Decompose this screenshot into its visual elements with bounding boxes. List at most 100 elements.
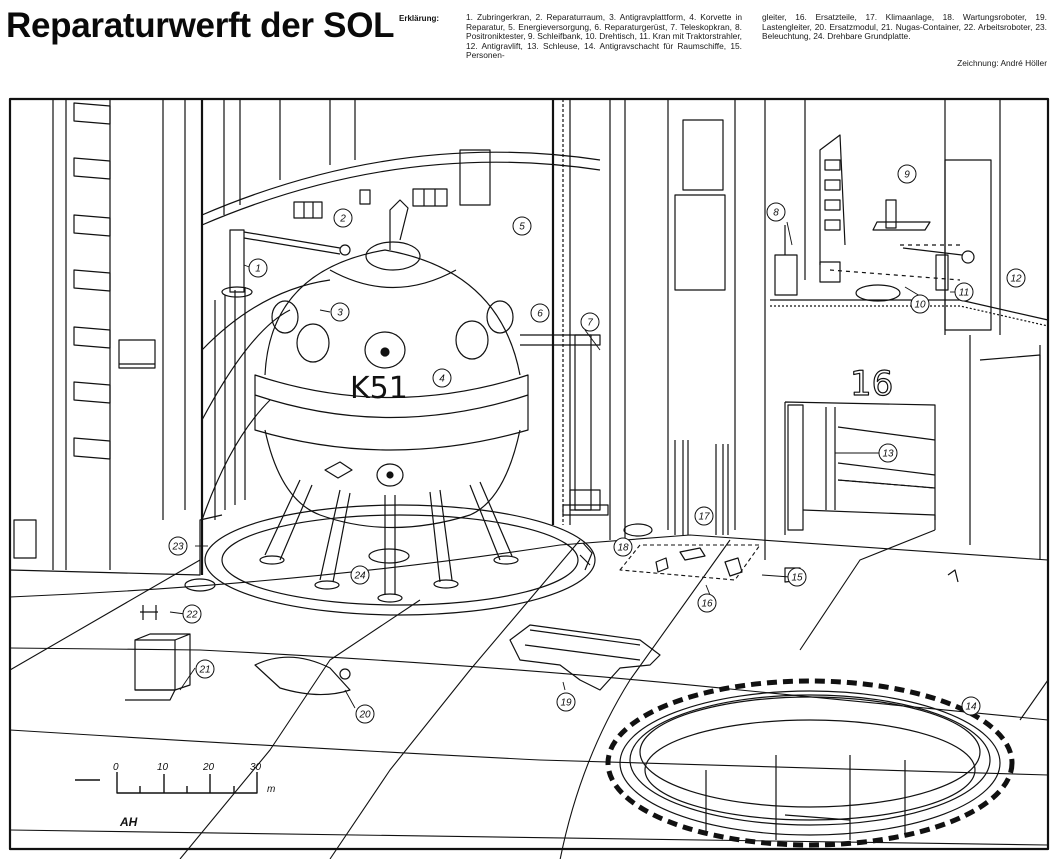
callout-number: 23 <box>171 542 184 553</box>
callout-circle <box>878 443 898 463</box>
callout-circle <box>694 506 714 526</box>
callout-7: 7 <box>580 312 600 332</box>
callout-number: 20 <box>358 710 371 721</box>
callout-15: 15 <box>787 567 807 587</box>
callout-11: 11 <box>954 282 974 302</box>
illustrator-credit: Zeichnung: André Höller <box>957 58 1047 68</box>
feeder-crane <box>221 229 351 298</box>
callout-circle <box>333 208 353 228</box>
callout-12: 12 <box>1006 268 1026 288</box>
callout-number: 17 <box>698 512 710 523</box>
callout-5: 5 <box>512 216 532 236</box>
callout-circle <box>1006 268 1026 288</box>
callout-circle <box>613 537 633 557</box>
callout-2: 2 <box>333 208 353 228</box>
legend-text-column-1: 1. Zubringerkran, 2. Reparaturraum, 3. A… <box>466 12 742 61</box>
ship-marking: K51 <box>350 371 408 406</box>
callout-circle <box>432 368 452 388</box>
scale-tick-30: 30 <box>250 762 262 773</box>
hangar-floor-grid <box>9 529 1049 859</box>
callout-number: 11 <box>959 288 969 299</box>
callout-circle <box>910 294 930 314</box>
callout-20: 20 <box>355 704 375 724</box>
callout-number: 21 <box>198 665 210 676</box>
callout-3: 3 <box>330 302 350 322</box>
callout-number: 9 <box>904 170 910 181</box>
callout-number: 19 <box>560 698 572 709</box>
ship-landing-legs <box>259 479 519 603</box>
callout-13: 13 <box>878 443 898 463</box>
corvette-k51: K51 <box>254 199 529 529</box>
callout-number: 22 <box>185 610 198 621</box>
callout-4: 4 <box>432 368 452 388</box>
callout-circle <box>766 202 786 222</box>
callout-8: 8 <box>766 202 786 222</box>
callout-circle <box>195 659 215 679</box>
callout-number: 24 <box>353 571 366 582</box>
callout-21: 21 <box>195 659 215 679</box>
callout-6: 6 <box>530 303 550 323</box>
callout-circle <box>580 312 600 332</box>
upper-workshop <box>764 99 1049 560</box>
rotating-base-plate <box>204 504 596 616</box>
callout-number: 12 <box>1010 274 1022 285</box>
artist-signature: AH <box>119 815 138 829</box>
callout-circle <box>350 565 370 585</box>
callout-circle <box>787 567 807 587</box>
callout-19: 19 <box>556 692 576 712</box>
callout-circle <box>512 216 532 236</box>
left-tower <box>9 99 223 576</box>
callout-22: 22 <box>182 604 202 624</box>
callout-16: 16 <box>697 593 717 613</box>
callout-number: 4 <box>439 374 445 385</box>
callout-circle <box>961 696 981 716</box>
callout-24: 24 <box>350 565 370 585</box>
callout-circle <box>556 692 576 712</box>
callout-number: 14 <box>965 702 977 713</box>
callout-circle <box>355 704 375 724</box>
callout-circle <box>530 303 550 323</box>
callout-17: 17 <box>694 506 714 526</box>
callout-number: 13 <box>882 449 894 460</box>
repair-scaffold <box>551 99 736 540</box>
antigrav-shaft <box>605 678 1015 848</box>
callout-leaders <box>169 221 971 713</box>
callout-number: 16 <box>701 599 713 610</box>
callout-number: 8 <box>773 208 779 219</box>
callout-number: 15 <box>791 573 803 584</box>
callout-circle <box>697 593 717 613</box>
callout-number: 5 <box>519 222 525 233</box>
callout-circle <box>168 536 188 556</box>
vehicles-and-robots <box>125 523 959 701</box>
callout-1: 1 <box>248 258 268 278</box>
callout-number: 1 <box>255 264 261 275</box>
scale-tick-0: 0 <box>113 762 119 773</box>
callout-circle <box>248 258 268 278</box>
callout-number: 10 <box>914 300 926 311</box>
airlock-bay: 16 <box>784 335 1041 560</box>
bay-number: 16 <box>850 364 893 404</box>
callout-number: 6 <box>537 309 543 320</box>
telescopic-crane <box>520 334 609 516</box>
callout-circle <box>954 282 974 302</box>
legend-text-column-2: gleiter, 16. Ersatzteile, 17. Klimaanlag… <box>762 12 1047 42</box>
scale-unit: m <box>267 784 275 795</box>
callout-9: 9 <box>897 164 917 184</box>
page-title: Reparaturwerft der SOL <box>6 6 395 45</box>
illustration-frame <box>8 97 1050 851</box>
callout-number: 18 <box>617 543 629 554</box>
callout-10: 10 <box>910 294 930 314</box>
callout-number: 3 <box>337 308 343 319</box>
callout-18: 18 <box>613 537 633 557</box>
callout-circle <box>330 302 350 322</box>
callout-14: 14 <box>961 696 981 716</box>
legend-label: Erklärung: <box>399 14 440 23</box>
callout-number: 2 <box>339 214 346 225</box>
callout-circle <box>182 604 202 624</box>
scale-tick-20: 20 <box>202 762 215 773</box>
scale-bar: 0 10 20 30 m AH <box>75 762 275 829</box>
repair-room-wall <box>201 99 601 521</box>
callout-number: 7 <box>587 318 593 329</box>
